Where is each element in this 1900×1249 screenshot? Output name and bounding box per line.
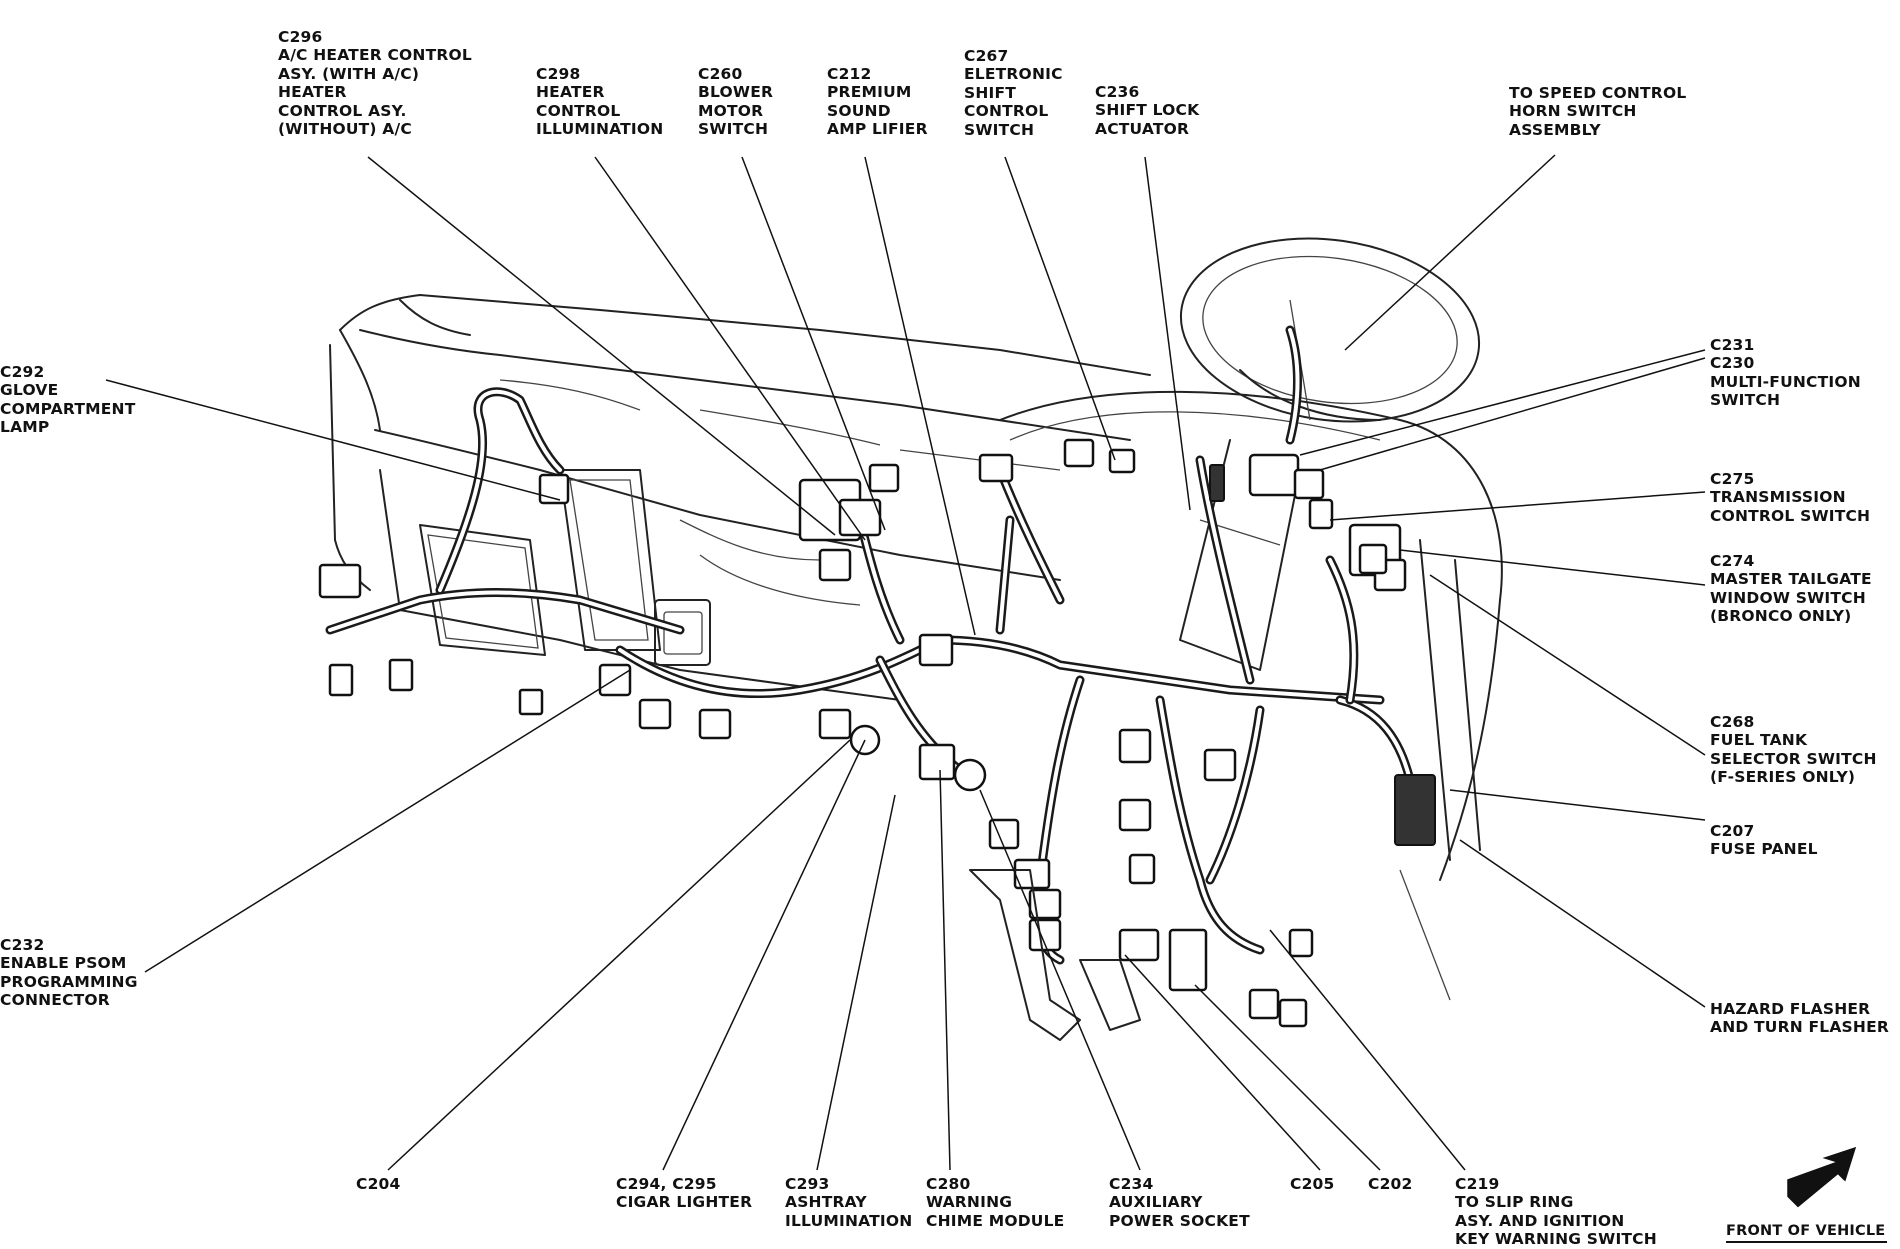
label-c292: C292 GLOVE COMPARTMENT LAMP (0, 363, 136, 437)
label-c212: C212 PREMIUM SOUND AMP LIFIER (827, 65, 928, 139)
label-c280: C280 WARNING CHIME MODULE (926, 1175, 1065, 1230)
label-front-of-vehicle: FRONT OF VEHICLE (1726, 1223, 1886, 1239)
label-c204: C204 (356, 1175, 401, 1193)
label-c219: C219 TO SLIP RING ASY. AND IGNITION KEY … (1455, 1175, 1657, 1249)
label-c293: C293 ASHTRAY ILLUMINATION (785, 1175, 913, 1230)
connectors (318, 438, 1436, 1028)
instrument-panel-outline (329, 294, 1151, 701)
label-c294-c295: C294, C295 CIGAR LIGHTER (616, 1175, 753, 1212)
label-c207: C207 FUSE PANEL (1710, 822, 1818, 859)
label-c231-c230: C231 C230 MULTI-FUNCTION SWITCH (1710, 336, 1861, 410)
label-c274: C274 MASTER TAILGATE WINDOW SWITCH (BRON… (1710, 552, 1872, 626)
leader-lines (105, 154, 1706, 1171)
lower-support (969, 869, 1451, 1041)
label-c236: C236 SHIFT LOCK ACTUATOR (1095, 83, 1200, 138)
label-hazard-flasher: HAZARD FLASHER AND TURN FLASHER (1710, 1000, 1890, 1037)
steering-wheel (999, 237, 1503, 881)
front-of-vehicle-arrow-icon (1787, 1146, 1857, 1208)
label-c267: C267 ELETRONIC SHIFT CONTROL SWITCH (964, 47, 1063, 139)
label-c260: C260 BLOWER MOTOR SWITCH (698, 65, 774, 139)
label-speed-control: TO SPEED CONTROL HORN SWITCH ASSEMBLY (1509, 84, 1687, 139)
wiring-harness (325, 325, 1425, 965)
label-c234: C234 AUXILIARY POWER SOCKET (1109, 1175, 1250, 1230)
label-c298: C298 HEATER CONTROL ILLUMINATION (536, 65, 664, 139)
label-c232: C232 ENABLE PSOM PROGRAMMING CONNECTOR (0, 936, 138, 1010)
label-c202: C202 (1368, 1175, 1413, 1193)
label-c275: C275 TRANSMISSION CONTROL SWITCH (1710, 470, 1871, 525)
label-c296: C296 A/C HEATER CONTROL ASY. (WITH A/C) … (278, 28, 472, 139)
label-c205: C205 (1290, 1175, 1335, 1193)
label-c268: C268 FUEL TANK SELECTOR SWITCH (F-SERIES… (1710, 713, 1877, 787)
